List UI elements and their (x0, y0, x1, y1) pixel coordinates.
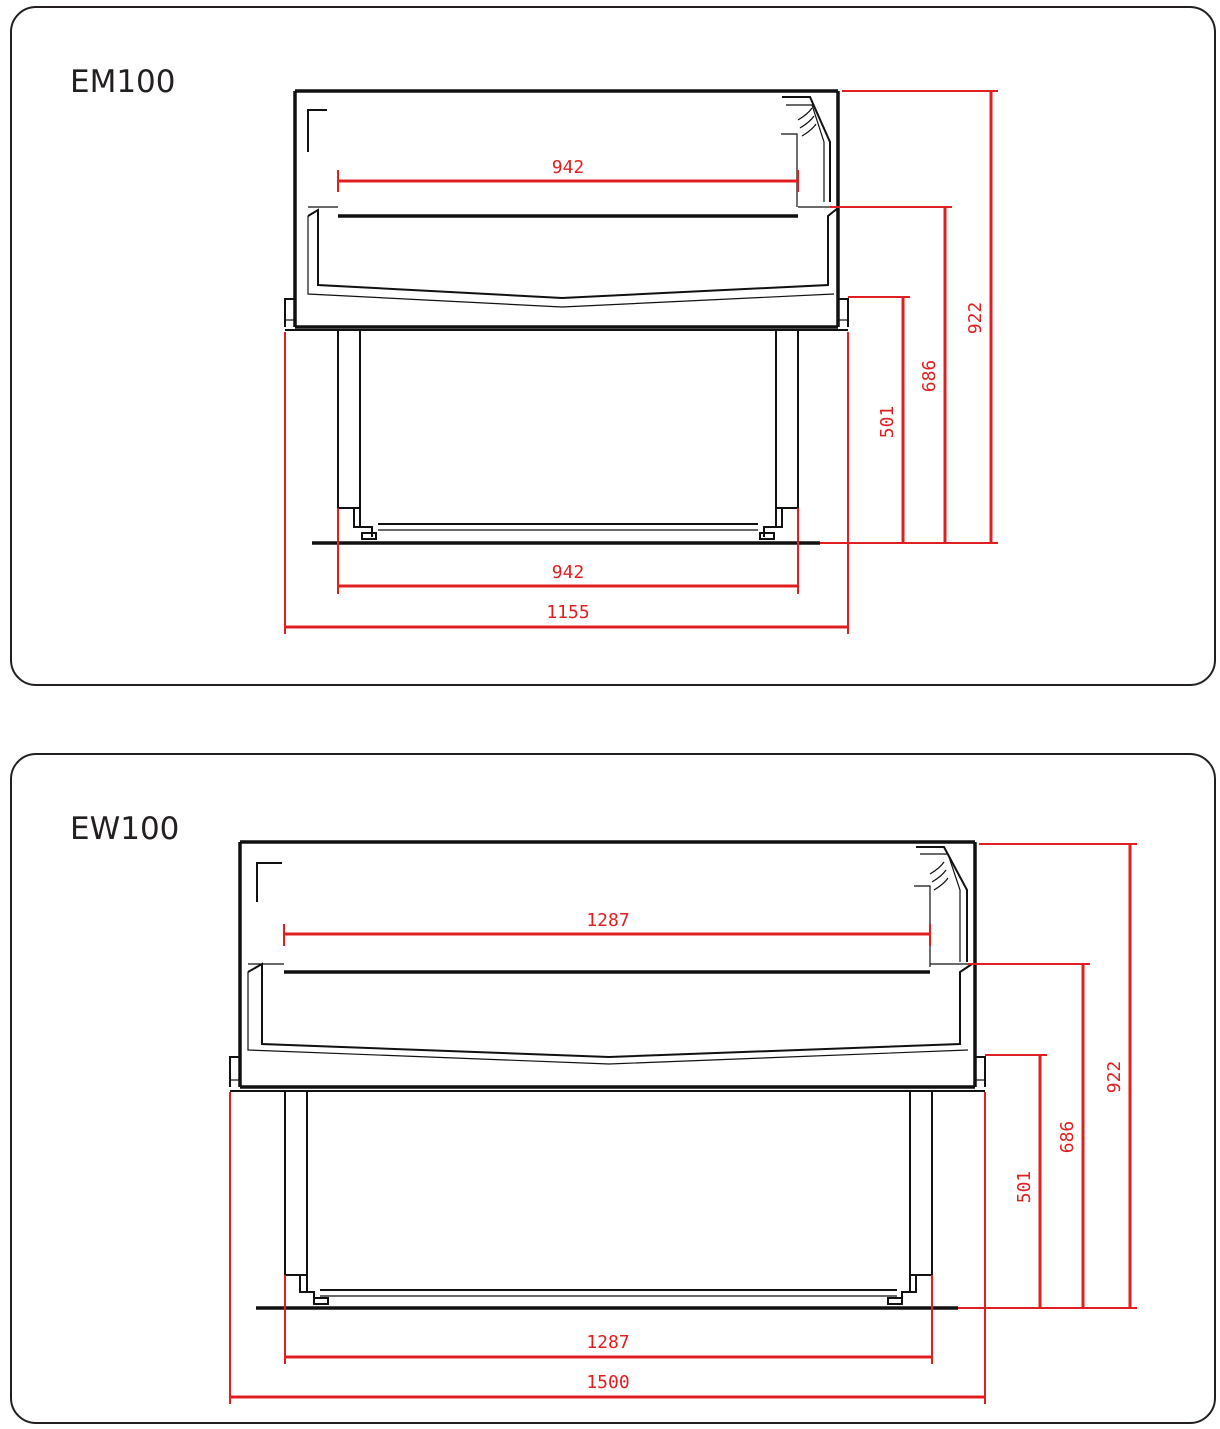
legs-base (312, 329, 820, 545)
dim-height-deck: 686 (919, 360, 940, 393)
model-label: EW100 (70, 811, 180, 847)
dim-leg-span: 1287 (586, 1332, 629, 1353)
cabinet-outline (229, 840, 986, 1092)
dim-inner-width: 942 (552, 157, 585, 178)
dim-height-total: 922 (965, 302, 986, 335)
model-label: EM100 (70, 64, 176, 100)
dim-overall-width: 1500 (586, 1372, 629, 1393)
em100-elevation-drawing: 942 942 1155 501 686 922 (284, 89, 998, 634)
ew100-elevation-drawing: 1287 1287 1500 501 686 922 (229, 840, 1137, 1404)
legs-base (256, 1090, 958, 1310)
dim-inner-width: 1287 (586, 910, 629, 931)
dim-height-deck: 686 (1057, 1121, 1078, 1154)
dim-height-base: 501 (1014, 1171, 1035, 1204)
dimension-lines (284, 90, 998, 634)
drawing-panel-ew100: EW100 (10, 753, 1216, 1424)
dim-height-base: 501 (877, 406, 898, 439)
dim-leg-span: 942 (552, 562, 585, 583)
drawing-panel-em100: EM100 (10, 6, 1216, 686)
dim-overall-width: 1155 (546, 602, 589, 623)
dim-height-total: 922 (1104, 1061, 1125, 1094)
dimension-lines (229, 843, 1137, 1404)
cabinet-outline (284, 89, 849, 331)
